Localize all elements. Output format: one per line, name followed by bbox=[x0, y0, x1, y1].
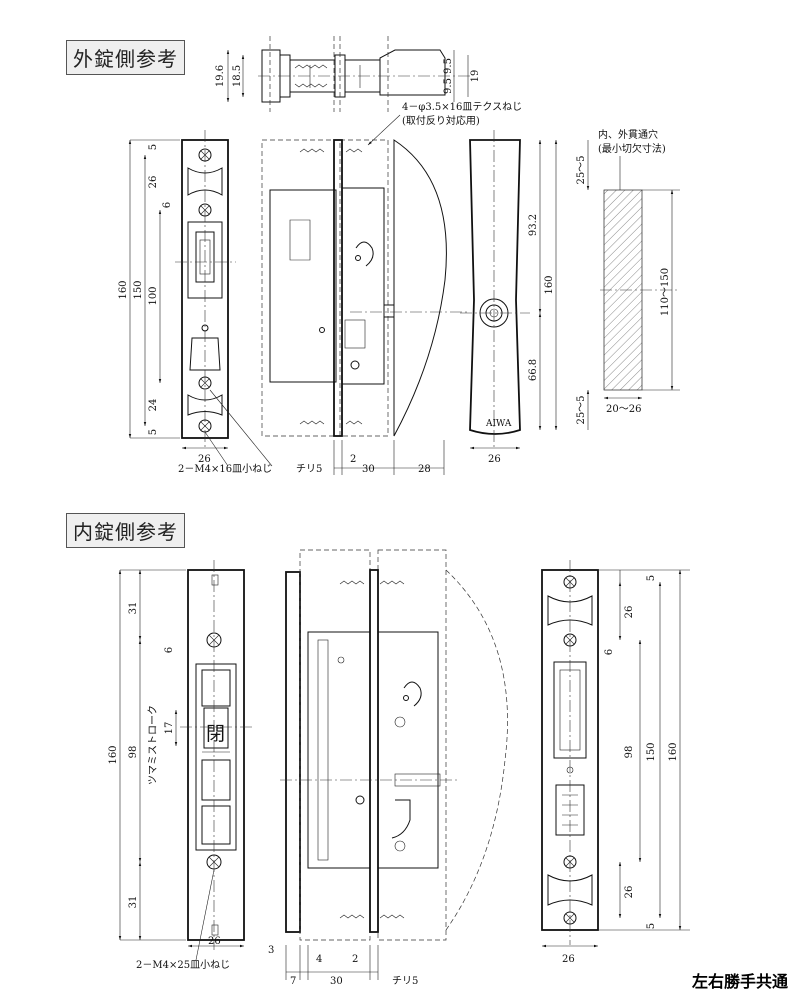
dim-inner-17: 17 bbox=[164, 722, 175, 735]
dim-outer-26w: 26 bbox=[198, 454, 211, 465]
inner-side-section: 3 4 2 7 30 チリ5 bbox=[268, 549, 508, 987]
dim-9-5a: 9.5 bbox=[443, 58, 454, 74]
dim-inner-side-3: 3 bbox=[268, 945, 274, 956]
dim-hole-20-26: 20～26 bbox=[606, 404, 641, 415]
dim-hole-25-5b: 25～5 bbox=[576, 395, 587, 424]
note-screw-outer: 2－M4×16皿小ねじ bbox=[178, 463, 272, 475]
dim-outer-side-28: 28 bbox=[418, 464, 431, 475]
dim-back-98: 98 bbox=[624, 746, 635, 759]
dim-outer-160: 160 bbox=[118, 280, 129, 299]
dim-outer-5b: 5 bbox=[148, 429, 159, 435]
dim-case-93-2: 93.2 bbox=[528, 214, 539, 236]
dim-inner-98: 98 bbox=[128, 746, 139, 759]
through-hole-view: 内、外貫通穴 (最小切欠寸法) 25～5 25～5 110～150 20～26 bbox=[576, 128, 680, 430]
dim-back-26w: 26 bbox=[562, 954, 575, 965]
dim-inner-6: 6 bbox=[164, 647, 175, 653]
dim-inner-31b: 31 bbox=[128, 896, 139, 909]
dim-back-6: 6 bbox=[604, 649, 615, 655]
dim-outer-side-2: 2 bbox=[350, 454, 356, 465]
dim-outer-100: 100 bbox=[148, 286, 159, 305]
dim-inner-side-30: 30 bbox=[330, 976, 343, 987]
dim-back-5b: 5 bbox=[646, 923, 657, 929]
dim-case-66-8: 66.8 bbox=[528, 359, 539, 381]
outer-front-plate: 160 150 100 5 26 6 24 5 26 2－M4×16皿小ねじ bbox=[118, 130, 273, 475]
inner-section-title: 内錠側参考 bbox=[66, 513, 185, 548]
note-through-hole-sub: (最小切欠寸法) bbox=[598, 142, 666, 155]
dim-inner-side-2: 2 bbox=[352, 954, 358, 965]
knob-stroke-label: ツマミストローク bbox=[147, 705, 159, 785]
dim-hole-25-5a: 25～5 bbox=[576, 155, 587, 184]
note-screw-inner: 2－M4×25皿小ねじ bbox=[136, 959, 230, 971]
dim-inner-160: 160 bbox=[108, 745, 119, 764]
inner-back-plate: 5 26 6 98 150 160 26 5 26 bbox=[541, 560, 690, 965]
dim-back-150: 150 bbox=[646, 742, 657, 761]
dim-inner-26w: 26 bbox=[208, 936, 221, 947]
dim-19: 19 bbox=[470, 70, 481, 83]
dim-outer-side-30: 30 bbox=[362, 464, 375, 475]
inner-front-plate: 閉 160 98 31 31 6 17 ツマミストローク 26 2－M4×25皿… bbox=[108, 560, 252, 971]
dim-back-26a: 26 bbox=[624, 606, 635, 619]
dim-case-160: 160 bbox=[544, 275, 555, 294]
outer-section-title: 外錠側参考 bbox=[66, 40, 185, 75]
dim-case-26w: 26 bbox=[488, 454, 501, 465]
dim-outer-26: 26 bbox=[148, 176, 159, 189]
outer-case-front: AIWA 93.2 66.8 160 26 bbox=[460, 130, 558, 465]
note-tex-screw-sub: (取付反り対応用) bbox=[402, 114, 480, 127]
dim-inner-chiri: チリ5 bbox=[392, 975, 418, 987]
dim-outer-5a: 5 bbox=[148, 144, 159, 150]
dim-inner-side-7: 7 bbox=[290, 976, 296, 987]
dim-outer-6: 6 bbox=[162, 202, 173, 208]
note-through-hole: 内、外貫通穴 bbox=[598, 128, 658, 141]
dim-outer-chiri: チリ5 bbox=[296, 463, 322, 475]
dim-back-26b: 26 bbox=[624, 886, 635, 899]
dim-outer-24: 24 bbox=[148, 399, 159, 412]
dim-18-5: 18.5 bbox=[232, 65, 243, 87]
dim-inner-side-4: 4 bbox=[316, 954, 322, 965]
dim-back-5a: 5 bbox=[646, 575, 657, 581]
dim-back-160: 160 bbox=[668, 742, 679, 761]
outer-side-section: チリ5 2 30 28 bbox=[261, 139, 470, 475]
dim-outer-150: 150 bbox=[133, 280, 144, 299]
dim-19-6: 19.6 bbox=[215, 65, 226, 87]
outer-plan-view: 19.6 18.5 9.5 9.5 19 4－φ3.5×16皿テクスねじ (取付… bbox=[215, 36, 522, 146]
note-tex-screw: 4－φ3.5×16皿テクスねじ bbox=[402, 101, 522, 113]
dim-hole-110-150: 110～150 bbox=[660, 268, 671, 316]
dim-inner-31a: 31 bbox=[128, 602, 139, 615]
both-hands-note: 左右勝手共通 bbox=[691, 972, 788, 991]
dim-9-5b: 9.5 bbox=[443, 78, 454, 94]
brand-label: AIWA bbox=[485, 419, 512, 429]
closed-mark: 閉 bbox=[206, 723, 225, 745]
